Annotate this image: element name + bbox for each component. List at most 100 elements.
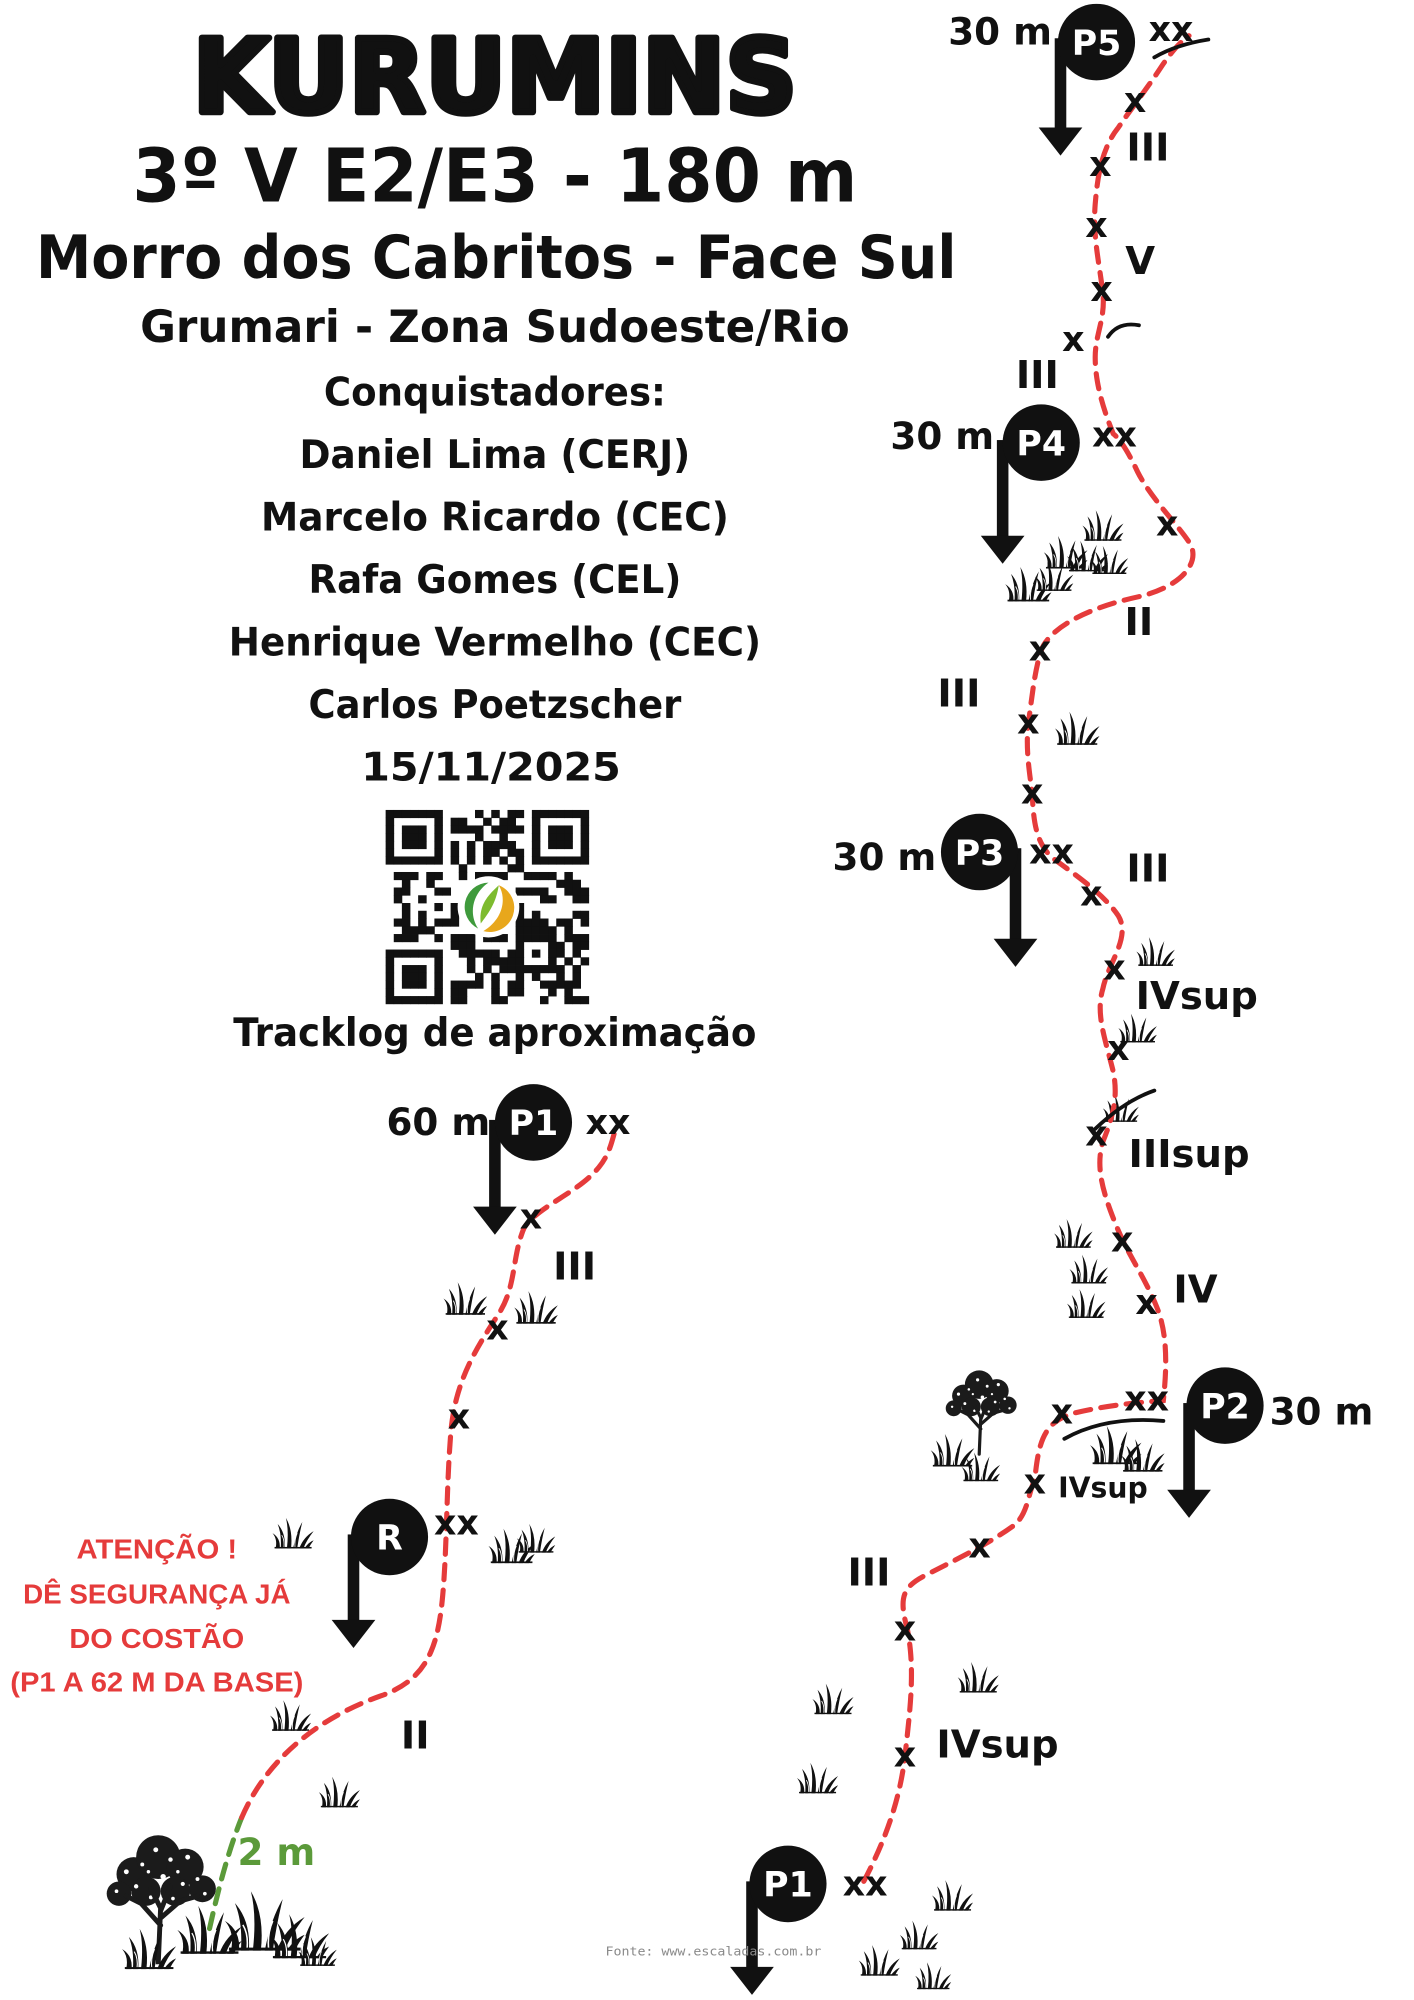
qr-module (564, 887, 573, 896)
bolt-mark: x (1021, 773, 1043, 813)
grass-icon (1043, 535, 1088, 569)
qr-module (564, 918, 573, 927)
qr-module (418, 926, 427, 935)
qr-module (410, 980, 419, 989)
bolt-mark: x (1017, 703, 1039, 743)
qr-module (410, 840, 419, 850)
qr-module (401, 856, 411, 865)
qr-module (491, 957, 500, 966)
grass-icon (272, 1517, 314, 1549)
qr-module (450, 856, 460, 865)
grass-icon (796, 1762, 839, 1794)
qr-module (531, 910, 541, 919)
qr-module (499, 965, 508, 974)
qr-module (401, 918, 411, 927)
qr-module (393, 918, 403, 927)
qr-module (556, 918, 565, 927)
belay-stem (1054, 38, 1067, 133)
bolt-mark: x (1111, 1220, 1133, 1260)
qr-module (418, 949, 427, 958)
qr-module (548, 871, 557, 881)
qr-module (483, 871, 492, 881)
roof-mark (1093, 1088, 1157, 1131)
grass-icon (1066, 1288, 1106, 1319)
belay-stem (746, 1881, 758, 1971)
qr-module (564, 934, 573, 943)
qr-module (523, 926, 533, 935)
qr-module (401, 825, 411, 834)
qr-module (418, 856, 427, 865)
qr-module (434, 848, 443, 857)
qr-module (401, 879, 411, 888)
qr-module (531, 887, 541, 896)
belay-label: P1 (509, 1104, 559, 1144)
grass-icon (443, 1281, 488, 1316)
qr-module (385, 856, 395, 865)
qr-module (564, 833, 573, 842)
pitch-length: 30 m (948, 11, 1052, 54)
grade-label: III (1126, 126, 1169, 171)
qr-module (515, 864, 525, 873)
warning-line: ATENÇÃO ! (76, 1533, 237, 1565)
grass-icon (122, 1928, 177, 1970)
grades-left: III II (401, 1244, 596, 1758)
qr-module (434, 840, 443, 850)
qr-module (539, 895, 549, 904)
qr-module (515, 941, 525, 950)
route-line-right (861, 33, 1196, 1884)
belay-label: R (376, 1519, 403, 1559)
qr-module (393, 856, 403, 865)
qr-module (483, 848, 492, 857)
qr-module (401, 833, 411, 842)
qr-module (450, 996, 460, 1005)
qr-module (491, 871, 500, 881)
belay-stem (1183, 1403, 1195, 1495)
grass-icon (1054, 1218, 1093, 1249)
qr-module (475, 972, 484, 981)
qr-module (418, 895, 427, 904)
qr-module (531, 817, 541, 826)
qr-module (483, 840, 492, 850)
qr-module (475, 949, 484, 958)
qr-code[interactable] (385, 809, 590, 1005)
qr-module (499, 996, 508, 1005)
qr-module (531, 848, 541, 857)
belay-label: P4 (1016, 424, 1066, 464)
qr-module (572, 809, 581, 819)
region-name: Grumari - Zona Sudoeste/Rio (140, 300, 850, 353)
qr-module (515, 848, 525, 857)
qr-module (531, 918, 541, 927)
qr-module (401, 972, 411, 981)
belay-station-p4: P4 (980, 404, 1080, 564)
grade-label: III (553, 1244, 596, 1289)
qr-module (418, 980, 427, 989)
qr-module (539, 926, 549, 935)
qr-module (556, 972, 565, 981)
qr-module (531, 833, 541, 842)
qr-module (385, 980, 395, 989)
qr-module (450, 848, 460, 857)
qr-module (548, 926, 557, 935)
belay-station-icon (749, 1845, 827, 1923)
qr-module (556, 949, 565, 958)
qr-module (466, 941, 476, 950)
qr-module (401, 926, 411, 935)
qr-module (515, 903, 525, 912)
qr-module (393, 895, 403, 904)
qr-module (523, 934, 533, 943)
grass-icon (931, 1880, 974, 1911)
grass-icon (318, 1776, 360, 1808)
first-ascensionist: Marcelo Ricardo (CEC) (261, 495, 729, 541)
qr-module (458, 988, 468, 997)
pitch-length: 30 m (833, 836, 937, 879)
qr-module (401, 949, 411, 958)
belay-label: P1 (763, 1866, 813, 1906)
qr-module (385, 972, 395, 981)
qr-module (499, 817, 508, 826)
qr-module (515, 809, 525, 819)
bolt-mark: x (1135, 1283, 1157, 1323)
qr-module (580, 895, 590, 904)
belay-station-icon (494, 1084, 573, 1161)
qr-module (531, 949, 541, 958)
belay-station-icon (1002, 404, 1080, 481)
